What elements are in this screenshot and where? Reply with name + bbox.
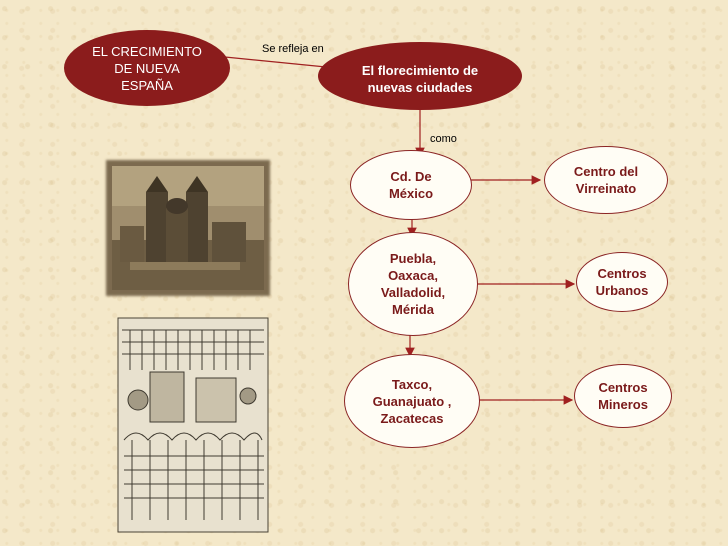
node-crecimiento: EL CRECIMIENTO DE NUEVA ESPAÑA <box>64 30 230 106</box>
engraving-image <box>117 317 269 533</box>
node-cd-mexico-label: Cd. De México <box>388 169 434 201</box>
node-cd-mexico: Cd. De México <box>350 150 472 220</box>
node-taxco: Taxco, Guanajuato , Zacatecas <box>344 354 480 448</box>
edge-label-refleja: Se refleja en <box>262 43 324 55</box>
edge-label-como: como <box>430 133 457 145</box>
cathedral-photo <box>106 160 270 296</box>
node-puebla: Puebla, Oaxaca, Valladolid, Mérida <box>348 232 478 336</box>
node-virreinato: Centro del Virreinato <box>544 146 668 214</box>
node-florecimiento-label: El florecimiento de nuevas ciudades <box>361 63 479 95</box>
connector-crecimiento-florecimiento <box>224 56 338 72</box>
node-crecimiento-label: EL CRECIMIENTO DE NUEVA ESPAÑA <box>92 43 202 93</box>
node-taxco-label: Taxco, Guanajuato , Zacatecas <box>372 376 452 426</box>
node-urbanos-label: Centros Urbanos <box>595 266 649 298</box>
node-puebla-label: Puebla, Oaxaca, Valladolid, Mérida <box>380 251 446 317</box>
node-florecimiento: El florecimiento de nuevas ciudades <box>318 42 522 110</box>
node-mineros-label: Centros Mineros <box>598 380 648 412</box>
node-urbanos: Centros Urbanos <box>576 252 668 312</box>
node-mineros: Centros Mineros <box>574 364 672 428</box>
node-virreinato-label: Centro del Virreinato <box>573 164 639 196</box>
